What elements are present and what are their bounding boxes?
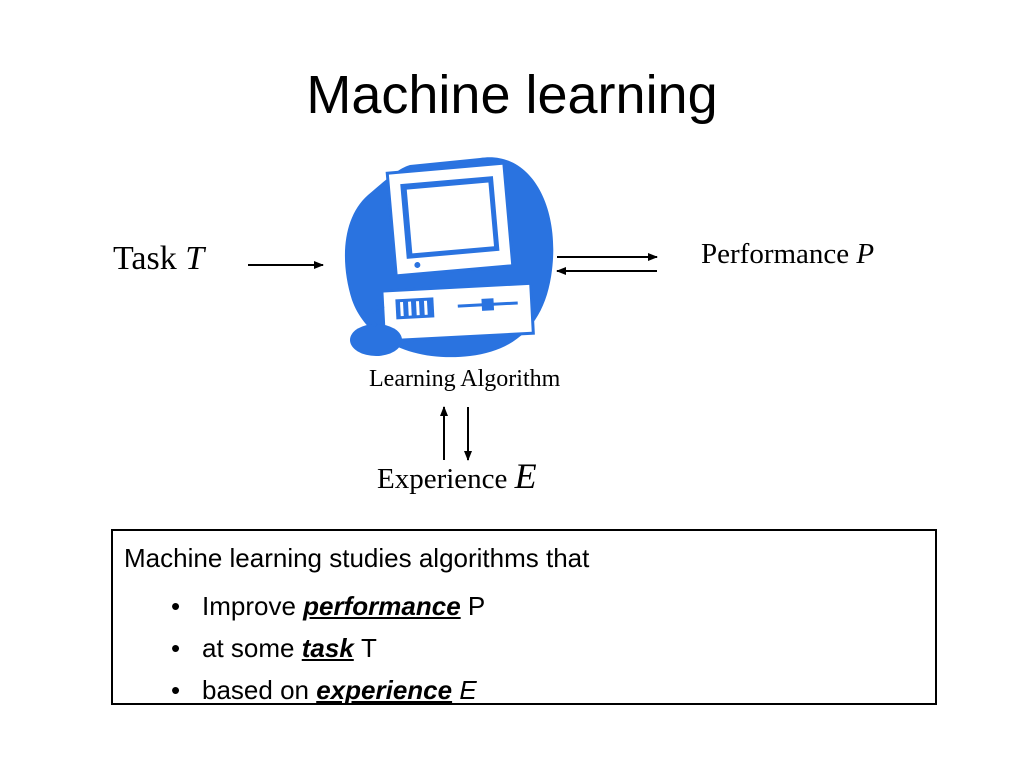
summary-bullets: • Improve performance P • at some task T… [171,585,485,711]
experience-variable: E [514,456,537,496]
summary-lead: Machine learning studies algorithms that [124,543,590,573]
keyword-experience: experience [316,675,453,705]
task-variable: T [185,240,205,277]
bullet-dot: • [171,633,181,663]
experience-label: Experience E [377,456,537,496]
summary-box: Machine learning studies algorithms that… [111,529,937,705]
keyword-task: task [301,633,354,663]
list-item: • at some task T [171,627,485,669]
keyword-performance: performance [303,591,461,621]
bullet-dot: • [171,591,181,621]
learning-algorithm-label: Learning Algorithm [369,366,561,392]
computer-icon [344,157,554,358]
performance-label: Performance P [701,238,875,270]
bullet-dot: • [171,675,181,705]
performance-variable: P [856,238,875,270]
list-item: • based on experience E [171,669,485,711]
diagram [248,157,658,461]
task-label: Task T [113,240,205,277]
list-item: • Improve performance P [171,585,485,627]
slide-title: Machine learning [306,65,718,125]
